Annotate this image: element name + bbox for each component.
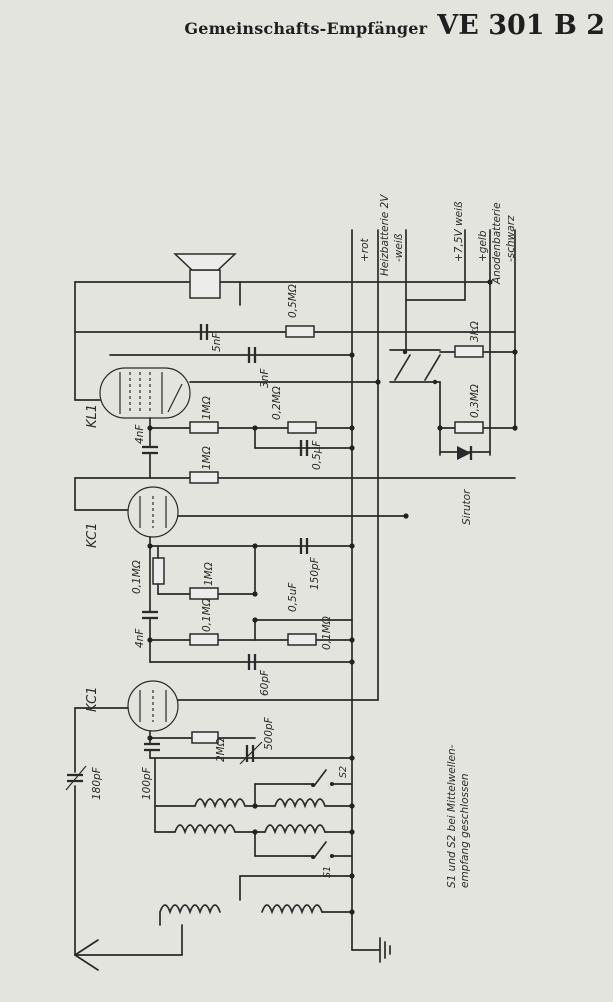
tube-kc1-bottom: [127, 680, 179, 732]
resistor-3k: [454, 345, 484, 358]
resistor-1m-b: [189, 471, 219, 484]
label-c-100pf: 100pF: [141, 766, 153, 800]
label-r-3k: 3kΩ: [469, 321, 481, 342]
capacitor-60pf: [247, 654, 257, 670]
label-r-1m-a: 1MΩ: [201, 396, 213, 420]
label-terminal-plus75: +7,5V weiß: [453, 201, 465, 262]
resistor-1m-c: [189, 587, 219, 600]
capacitor-4nf-b: [142, 610, 158, 620]
label-r-03m: 0,3MΩ: [469, 384, 481, 418]
tube-kl1: [99, 367, 191, 419]
label-c-180pf: 180pF: [91, 766, 103, 800]
page-header: Gemeinschafts-Empfänger VE 301 B 2: [45, 10, 605, 41]
label-c-05uf-b: 0,5uF: [287, 582, 299, 612]
label-terminal-white: -weiß: [393, 233, 405, 262]
label-r-1m-c: 1MΩ: [203, 562, 215, 586]
label-r-05m: 0,5MΩ: [287, 284, 299, 318]
junction-dots: [147, 279, 518, 915]
capacitor-4nf-a: [142, 445, 158, 455]
capacitor-05uf-a: [299, 440, 309, 456]
resistor-01m-a: [152, 557, 165, 585]
capacitor-3nf: [247, 347, 257, 363]
label-terminal-black: -schwarz: [505, 215, 517, 262]
speaker-icon: [173, 253, 237, 299]
note-line-2: empfang geschlossen: [459, 773, 471, 888]
resistor-2m: [191, 731, 219, 744]
switch-s1: [311, 841, 353, 859]
ground-icon: [351, 919, 391, 963]
header-model: VE 301 B 2: [437, 10, 605, 41]
resistor-1m-a: [189, 421, 219, 434]
on-off-switch: [389, 349, 441, 385]
resistor-02m: [287, 421, 317, 434]
label-c-5nf: 5nF: [211, 332, 223, 352]
antenna-icon: [74, 939, 183, 971]
label-r-01m-c: 0,1MΩ: [321, 616, 333, 650]
sirutor-diode: [457, 446, 473, 460]
tube-kc1-top: [127, 486, 179, 538]
label-s2: S2: [338, 766, 349, 778]
label-c-3nf: 3nF: [259, 368, 271, 388]
label-c-60pf: 60pF: [259, 669, 271, 696]
coil-top-left: [194, 798, 246, 809]
label-anode-battery: Anodenbatterie: [491, 202, 503, 285]
trimmer-capacitor-180pf: [65, 765, 87, 791]
trimmer-capacitor-500pf: [239, 741, 263, 765]
coil-antenna-left: [159, 904, 221, 915]
label-r-02m: 0,2MΩ: [271, 386, 283, 420]
label-heater-battery: Heizbatterie 2V: [379, 194, 391, 276]
header-subtitle: Gemeinschafts-Empfänger: [184, 19, 428, 38]
coil-mid-left: [174, 824, 236, 835]
coil-antenna-right: [261, 904, 323, 915]
label-c-4nf-a: 4nF: [134, 424, 146, 444]
resistor-01m-c: [287, 633, 317, 646]
label-r-2m: 2MΩ: [215, 738, 227, 762]
label-kc1-bottom: KC1: [85, 686, 100, 712]
label-c-150pf: 150pF: [309, 556, 321, 590]
label-terminal-yellow: +gelb: [477, 230, 489, 262]
label-sirutor: Sirutor: [461, 489, 473, 525]
label-c-4nf-b: 4nF: [134, 628, 146, 648]
label-r-01m-b: 0,1MΩ: [201, 598, 213, 632]
capacitor-100pf: [144, 742, 160, 752]
label-terminal-red: +rot: [359, 237, 371, 262]
label-c-05uf-a: 0,5µF: [311, 440, 323, 470]
coil-mid-right: [264, 824, 326, 835]
resistor-05m: [285, 325, 315, 338]
label-c-500pf: 500pF: [263, 716, 275, 750]
coil-top-right: [274, 798, 326, 809]
note-line-1: S1 und S2 bei Mittelwellen-: [446, 744, 458, 888]
resistor-03m: [454, 421, 484, 434]
label-r-01m-a: 0,1MΩ: [131, 560, 143, 594]
resistor-01m-b: [189, 633, 219, 646]
capacitor-150pf: [299, 538, 309, 554]
label-s1: S1: [322, 866, 333, 878]
label-r-1m-b: 1MΩ: [201, 446, 213, 470]
switch-s2: [311, 769, 353, 787]
label-kl1: KL1: [85, 404, 100, 428]
label-kc1-top: KC1: [85, 522, 100, 548]
capacitor-5nf: [199, 324, 209, 340]
